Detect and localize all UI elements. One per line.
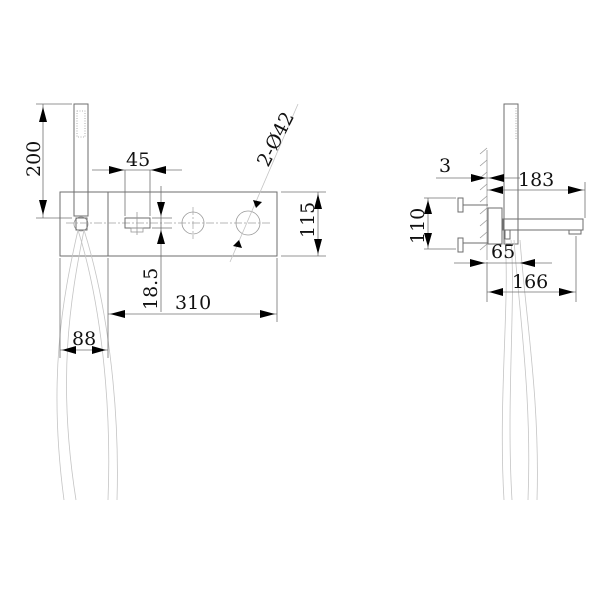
label-166: 166 [512, 271, 548, 293]
hand-shower [73, 103, 89, 232]
spout [502, 218, 584, 240]
dim-mount-height: 110 [407, 197, 456, 250]
label-65: 65 [491, 241, 515, 263]
label-88: 88 [72, 328, 96, 350]
front-view: 200 45 18.5 2-Ø42 [23, 103, 326, 501]
valve-handle-1 [181, 207, 205, 239]
hand-shower-side [503, 103, 519, 245]
dim-outlet-reach: 166 [486, 236, 577, 302]
label-115: 115 [297, 202, 319, 238]
label-3: 3 [439, 155, 451, 177]
mounting-body [457, 197, 503, 253]
dim-plate-width: 310 [107, 258, 278, 358]
dim-spout-projection: 183 [487, 169, 586, 218]
side-view: 3 183 110 65 [407, 103, 586, 501]
label-110: 110 [407, 208, 429, 244]
mixer-plate [59, 191, 278, 257]
label-200: 200 [23, 141, 45, 177]
dim-handle-spacing: 45 [92, 149, 182, 216]
label-183: 183 [518, 169, 554, 191]
label-45: 45 [126, 149, 150, 171]
hose-front [56, 229, 118, 501]
dim-holder-width: 88 [59, 258, 108, 358]
dim-plate-height: 115 [281, 191, 326, 257]
label-310: 310 [175, 292, 211, 314]
dim-hole-spec: 2-Ø42 [229, 103, 299, 263]
diverter-handle [124, 212, 151, 235]
dim-handshower-height: 200 [23, 103, 72, 219]
dim-wall-gap: 3 [436, 155, 520, 182]
hose-side [501, 239, 538, 501]
dim-offset: 18.5 [140, 186, 172, 312]
label-2-d42: 2-Ø42 [253, 108, 299, 170]
dim-body-depth: 65 [454, 241, 552, 267]
valve-handle-2 [235, 210, 261, 236]
label-18-5: 18.5 [140, 268, 162, 310]
